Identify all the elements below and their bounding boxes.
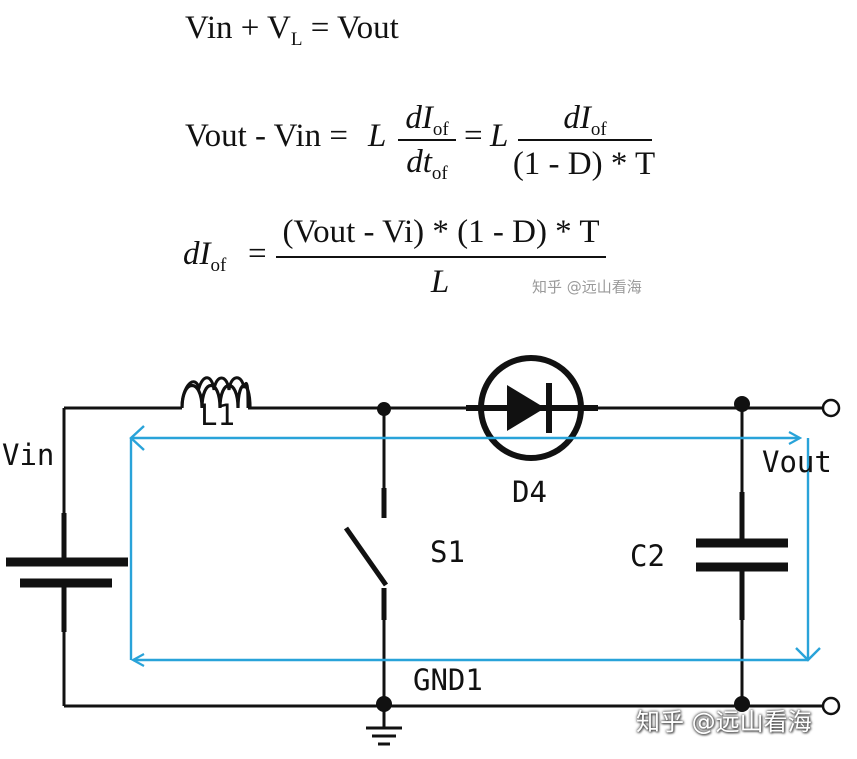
label-vin: Vin — [2, 438, 54, 472]
eq1-rhs: = Vout — [302, 10, 399, 46]
equation-3-equals: = — [248, 236, 267, 272]
terminal-vout-bottom — [821, 696, 841, 716]
label-gnd1: GND1 — [413, 663, 483, 697]
equation-3-numerator: (Vout - Vi) * (1 - D) * T — [282, 214, 600, 250]
node-cap-top — [734, 396, 750, 412]
node-switch-top — [377, 402, 391, 416]
equation-2-fraction2-den: (1 - D) * T — [512, 146, 656, 182]
battery-symbol — [6, 513, 128, 632]
loop-left-arrowhead — [129, 425, 145, 451]
equation-2-L2: L — [490, 118, 509, 154]
equation-2-fraction1-den: dtof — [406, 144, 448, 184]
watermark-top: 知乎 @远山看海 — [532, 278, 642, 296]
eq1-lhs: Vin + V — [185, 10, 291, 46]
equation-3-denominator: L — [430, 264, 450, 300]
eq1-lhs-sub: L — [290, 29, 303, 50]
diode-symbol — [466, 355, 598, 461]
equation-vout-minus-vin-lhs: Vout - Vin = — [185, 118, 349, 154]
terminal-vout-top — [821, 398, 841, 418]
equation-2-fraction2-num: dIof — [563, 100, 607, 140]
label-l1: L1 — [200, 398, 235, 432]
equation-vin-vl-vout: Vin + VL = Vout — [185, 10, 399, 50]
ground-symbol — [366, 726, 402, 746]
equation-3-lhs: dIof — [183, 236, 227, 276]
watermark-bottom: 知乎 @远山看海 — [636, 708, 812, 736]
current-loop-arrows — [129, 425, 821, 662]
node-switch-bottom — [376, 696, 392, 712]
equation-2-fraction1-num: dIof — [405, 100, 449, 140]
label-s1: S1 — [430, 535, 465, 569]
capacitor-symbol — [696, 492, 788, 620]
label-d4: D4 — [512, 475, 547, 509]
equation-2-fraction2-bar — [518, 139, 652, 141]
switch-symbol — [343, 488, 389, 620]
equation-2-equals: = — [464, 118, 483, 154]
node-cap-bottom — [734, 696, 750, 712]
loop-right-arrowhead — [795, 647, 821, 662]
label-c2: C2 — [630, 539, 665, 573]
inductor-loops — [180, 384, 252, 409]
label-vout: Vout — [762, 445, 832, 479]
equation-2-L1: L — [368, 118, 387, 154]
equation-3-bar — [276, 256, 606, 258]
equation-2-fraction1-bar — [398, 139, 456, 141]
